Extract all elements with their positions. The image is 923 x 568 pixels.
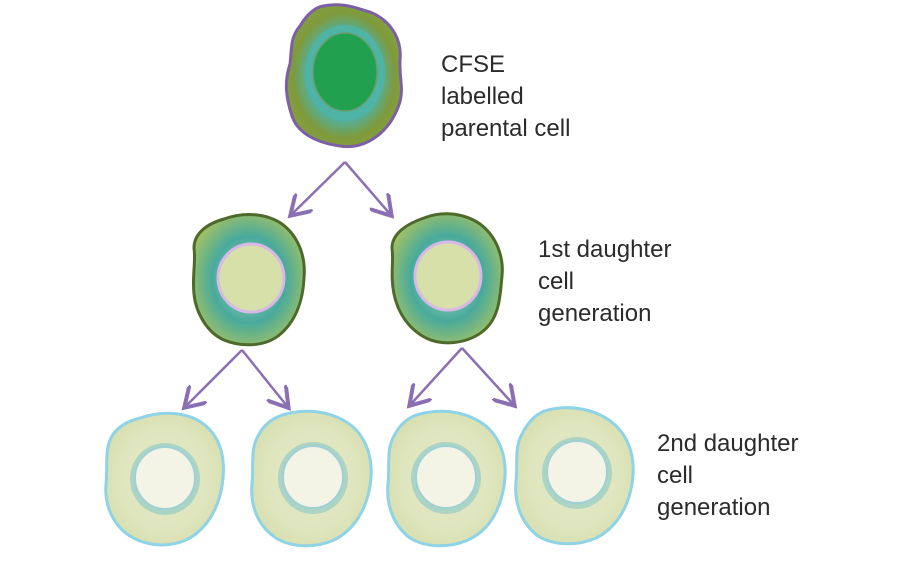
parental-cell-label-line-3: parental cell [441,115,571,142]
arrow-gen1-right-to-d [461,347,513,404]
gen1-label: 1st daughter cell generation [538,234,671,330]
gen1-cell-left [191,213,306,347]
gen2-cell-a [104,411,225,547]
gen1-label-line-1: 1st daughter [538,236,672,263]
division-arrows [186,161,513,406]
parental-cell-nucleus [312,32,378,112]
gen2-cell-b-nucleus [282,445,344,509]
arrow-parent-to-right [344,161,390,214]
gen2-cell-c [386,409,507,548]
gen2-cell-d [514,406,635,546]
gen1-label-line-2: cell [538,268,575,295]
arrow-gen1-left-to-a [186,349,243,406]
gen1-cell-left-nucleus [216,242,286,314]
arrow-parent-to-left [292,161,346,214]
gen2-cell-c-nucleus [415,445,477,509]
arrow-gen1-left-to-b [241,349,287,406]
parental-cell-label-line-1: CFSE [441,51,506,78]
gen2-cell-d-nucleus [546,440,608,504]
gen1-cell-right [390,212,504,345]
gen2-cell-b [250,409,373,548]
gen2-label-line-1: 2nd daughter [657,430,799,457]
parental-cell [284,3,403,149]
parental-cell-label: CFSE labelled parental cell [441,49,570,145]
gen1-cell-right-nucleus [413,240,483,312]
gen2-label-line-2: cell [657,462,694,489]
gen1-label-line-3: generation [538,300,652,327]
gen2-label: 2nd daughter cell generation [657,428,798,524]
gen2-label-line-3: generation [657,494,771,521]
arrow-gen1-right-to-c [411,347,463,404]
parental-cell-label-line-2: labelled [441,83,524,110]
gen2-cell-a-nucleus [134,446,196,510]
